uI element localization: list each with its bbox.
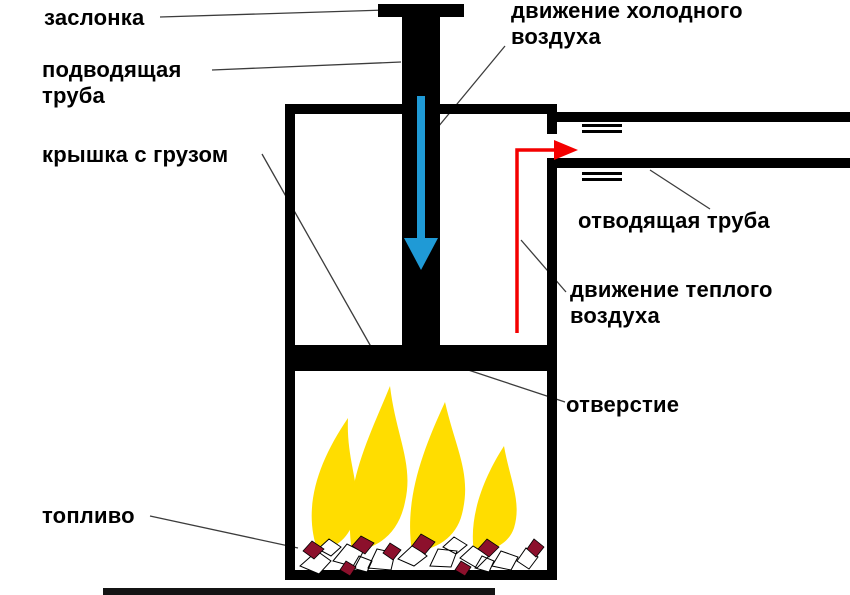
wood-pieces-dark	[302, 533, 545, 577]
exhaust-duct-bottom-line	[547, 158, 850, 168]
label-lid-with-weight: крышка с грузом	[42, 142, 229, 167]
leader-line-warm-air	[520, 239, 567, 293]
piston-plate	[294, 345, 547, 371]
leader-line-cold-air	[437, 45, 506, 128]
warm-air-arrow-shaft	[515, 148, 556, 333]
flame-tongue	[472, 446, 517, 552]
bottom-border-artifact	[103, 588, 495, 595]
flames	[311, 386, 517, 552]
stove-right-wall-upper	[547, 104, 557, 134]
warm-air-arrow	[515, 140, 578, 333]
flame-tongue	[311, 418, 357, 552]
cold-air-arrow	[404, 96, 438, 270]
damper-cap	[378, 4, 464, 17]
stove-bottom-wall	[285, 570, 557, 580]
label-exhaust-pipe: отводящая труба	[578, 208, 770, 233]
label-warm-air-flow: движение теплого воздуха	[570, 277, 773, 328]
leader-line-damper	[159, 9, 387, 18]
label-cold-air-flow: движение холодного воздуха	[511, 0, 743, 49]
flame-tongue	[410, 402, 466, 552]
duct-weld-mark	[582, 130, 622, 133]
exhaust-duct-top-line	[557, 112, 850, 122]
leader-line-lid	[261, 153, 375, 353]
label-fuel: топливо	[42, 503, 135, 528]
duct-weld-mark	[582, 124, 622, 127]
leader-line-exhaust-pipe	[649, 169, 711, 210]
label-hole: отверстие	[566, 392, 680, 417]
leader-line-supply-pipe	[211, 61, 402, 71]
label-supply-pipe: подводящая труба	[42, 57, 182, 108]
leader-line-fuel	[149, 515, 299, 549]
duct-weld-mark	[582, 178, 622, 181]
warm-air-arrow-head	[554, 140, 578, 160]
fuel-pieces	[299, 533, 545, 577]
label-damper: заслонка	[44, 5, 145, 30]
stove-left-wall	[285, 104, 295, 580]
duct-weld-mark	[582, 172, 622, 175]
cold-air-arrow-head	[404, 238, 438, 270]
stove-right-wall-lower	[547, 158, 557, 580]
leader-lines	[149, 9, 711, 549]
exhaust-duct	[547, 112, 850, 181]
flame-tongue	[349, 386, 408, 552]
